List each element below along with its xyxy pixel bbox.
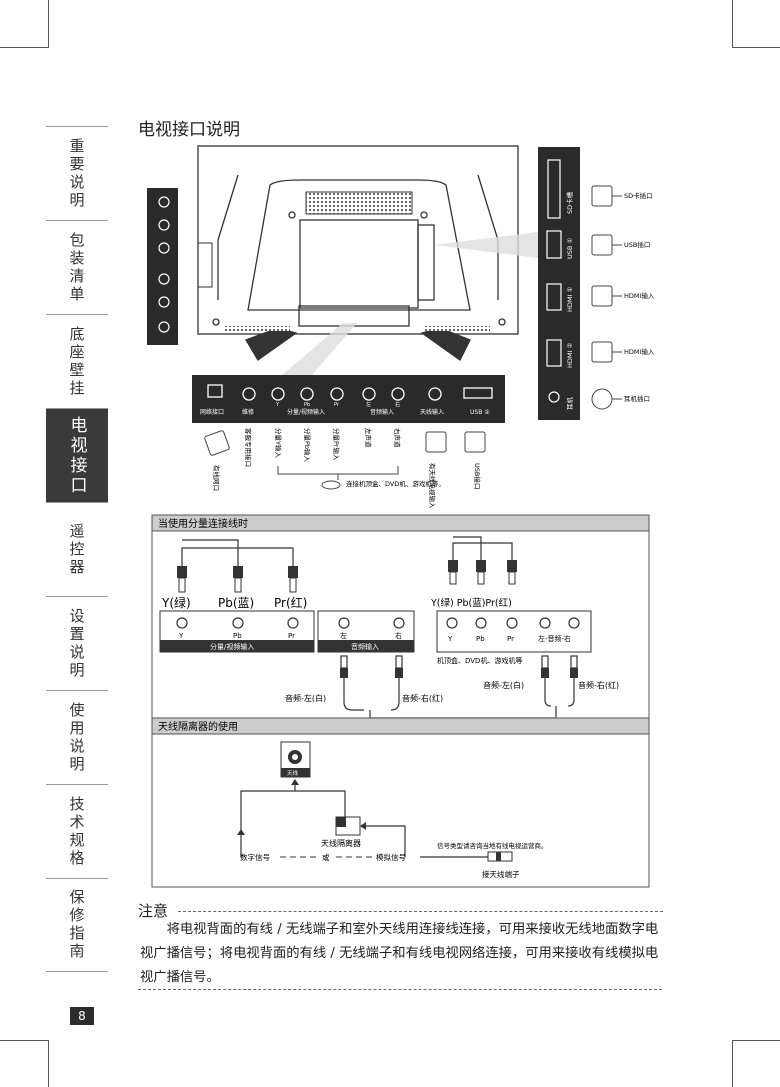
label-network: 网络接口: [200, 408, 224, 416]
jack-right: 右: [395, 631, 402, 640]
callout-left: 左声道: [364, 428, 373, 448]
tab-label: 重要说明: [67, 137, 86, 210]
tab-label: 包装清单: [67, 231, 86, 304]
tab-label: 底座壁挂: [67, 325, 86, 398]
jack-y: Y: [178, 632, 184, 640]
bottom-port-panel: 网络接口 维修 Y Pb Pr 分量/视频输入 左 右 音频输入 天线输入 US…: [192, 375, 505, 423]
audio-left-device: 音频-左(白): [483, 680, 524, 690]
device-jack-pr: Pr: [507, 635, 514, 643]
crop-mark: [732, 0, 733, 48]
label-pb: Pb: [304, 402, 310, 408]
port-label-usb1: USB ①: [566, 238, 574, 259]
crop-mark: [732, 1040, 780, 1041]
crop-mark: [48, 1040, 49, 1087]
callout-devices: 连接机顶盒、DVD机、游戏机等。: [346, 479, 445, 488]
callout-sd: SD卡插口: [624, 191, 653, 200]
tab-label: 保修指南: [67, 889, 86, 961]
label-usb2: USB ②: [470, 409, 490, 416]
audio-left-tv: 音频-左(白): [285, 693, 326, 703]
side-port-panel: SD卡槽 USB ① HDMI ① HDMI ② 耳机: [538, 147, 580, 420]
port-label-headphone: 耳机: [565, 397, 574, 411]
tab-label: 使用说明: [67, 701, 86, 774]
port-label-hdmi1: HDMI ①: [566, 287, 574, 312]
callout-usb: USB插口: [624, 240, 650, 249]
jack-pb: Pb: [233, 632, 242, 640]
tab-important[interactable]: 重要说明: [46, 126, 108, 220]
device-jack-audio: 左-音频-右: [538, 634, 571, 643]
page-title: 电视接口说明: [138, 120, 240, 140]
label-y: Y: [275, 402, 280, 408]
antenna-section: 天线隔离器的使用 天线 天线隔离器 数字信号 或 模拟信号 信号类型请咨询当地有…: [151, 717, 650, 879]
isolator-label: 天线隔离器: [321, 838, 361, 848]
page-number: 8: [70, 1007, 94, 1025]
tab-packing[interactable]: 包装清单: [46, 220, 108, 314]
audio-right-tv: 音频-右(红): [402, 693, 443, 703]
callout-usb2: USB接口: [473, 463, 482, 489]
jack-left: 左: [340, 631, 347, 640]
note-divider: [178, 911, 663, 912]
jack-pr: Pr: [288, 632, 295, 640]
callout-network: 有线网口: [212, 465, 221, 491]
crop-mark: [732, 1040, 733, 1087]
callout-hdmi2: HDMI输入: [624, 347, 655, 356]
callout-pr: 分量Pr输入: [332, 428, 341, 461]
tab-specs[interactable]: 技术规格: [46, 784, 108, 878]
side-control-panel: [147, 188, 213, 345]
antenna-header: 天线隔离器的使用: [158, 720, 238, 733]
tab-stand[interactable]: 底座壁挂: [46, 314, 108, 408]
crop-mark: [732, 47, 780, 48]
callout-pb: 分量Pb输入: [303, 428, 312, 463]
note-title: 注意: [138, 902, 169, 920]
device-jack-pb: Pb: [476, 635, 485, 643]
tab-warranty[interactable]: 保修指南: [46, 878, 108, 972]
label-right: 右: [395, 401, 400, 408]
component-section: 当使用分量连接线时 Y(绿) Pb(蓝) Pr(红) Y Pb Pr 左 右 分…: [151, 514, 650, 888]
device-jack-y: Y: [447, 635, 453, 643]
callout-headphone: 耳机插口: [624, 394, 650, 403]
or-label: 或: [322, 852, 330, 862]
tab-settings[interactable]: 设置说明: [46, 596, 108, 690]
terminal-label: 接天线端子: [482, 869, 520, 879]
audio-right-device: 音频-右(红): [578, 680, 619, 690]
group-component: 分量/视频输入: [210, 642, 254, 651]
plug-pr: Pr(红): [274, 595, 307, 610]
analog-signal: 模拟信号: [376, 852, 406, 862]
group-audio: 音频输入: [351, 642, 379, 651]
device-label: 机顶盒、DVD机、游戏机等: [437, 656, 522, 665]
label-audio-in: 音频输入: [370, 408, 394, 416]
tab-tv-interface[interactable]: 电视接口: [46, 408, 108, 502]
tab-label: 电视接口: [66, 415, 87, 496]
label-left: 左: [366, 401, 371, 408]
callout-y: 分量Y输入: [274, 428, 283, 458]
tab-remote[interactable]: 遥控器: [46, 502, 108, 596]
tab-usage[interactable]: 使用说明: [46, 690, 108, 784]
port-label-hdmi2: HDMI ②: [566, 343, 574, 368]
signal-info: 信号类型请咨询当地有线电视运营商。: [437, 841, 548, 850]
component-header: 当使用分量连接线时: [158, 517, 248, 530]
callout-hdmi1: HDMI输入: [624, 291, 655, 300]
tab-label: 技术规格: [67, 795, 86, 868]
label-service: 维修: [242, 408, 254, 416]
chapter-sidebar: 重要说明 包装清单 底座壁挂 电视接口 遥控器 设置说明 使用说明 技术规格 保…: [46, 126, 108, 972]
note-divider: [138, 989, 662, 990]
port-label-sd: SD卡槽: [565, 191, 574, 214]
label-component: 分量/视频输入: [287, 408, 325, 416]
antenna-jack-label: 天线: [287, 769, 299, 777]
crop-mark: [48, 0, 49, 48]
label-pr: Pr: [334, 402, 340, 408]
digital-signal: 数字信号: [240, 852, 270, 862]
crop-mark: [0, 1040, 48, 1041]
callout-service: 客服专用接口: [244, 428, 253, 467]
tab-label: 设置说明: [67, 607, 86, 680]
tab-label: 遥控器: [67, 522, 86, 577]
crop-mark: [0, 47, 48, 48]
label-antenna: 天线输入: [420, 408, 444, 416]
device-plugs: Y(绿) Pb(蓝)Pr(红): [430, 597, 512, 609]
plug-y: Y(绿): [161, 595, 191, 610]
note-body: 将电视背面的有线 / 无线端子和室外天线用连接线连接，可用来接收无线地面数字电视…: [140, 922, 659, 985]
callout-antenna: 有天线电视输入: [428, 463, 437, 509]
callout-right: 右声道: [393, 428, 402, 448]
plug-pb: Pb(蓝): [218, 596, 254, 610]
